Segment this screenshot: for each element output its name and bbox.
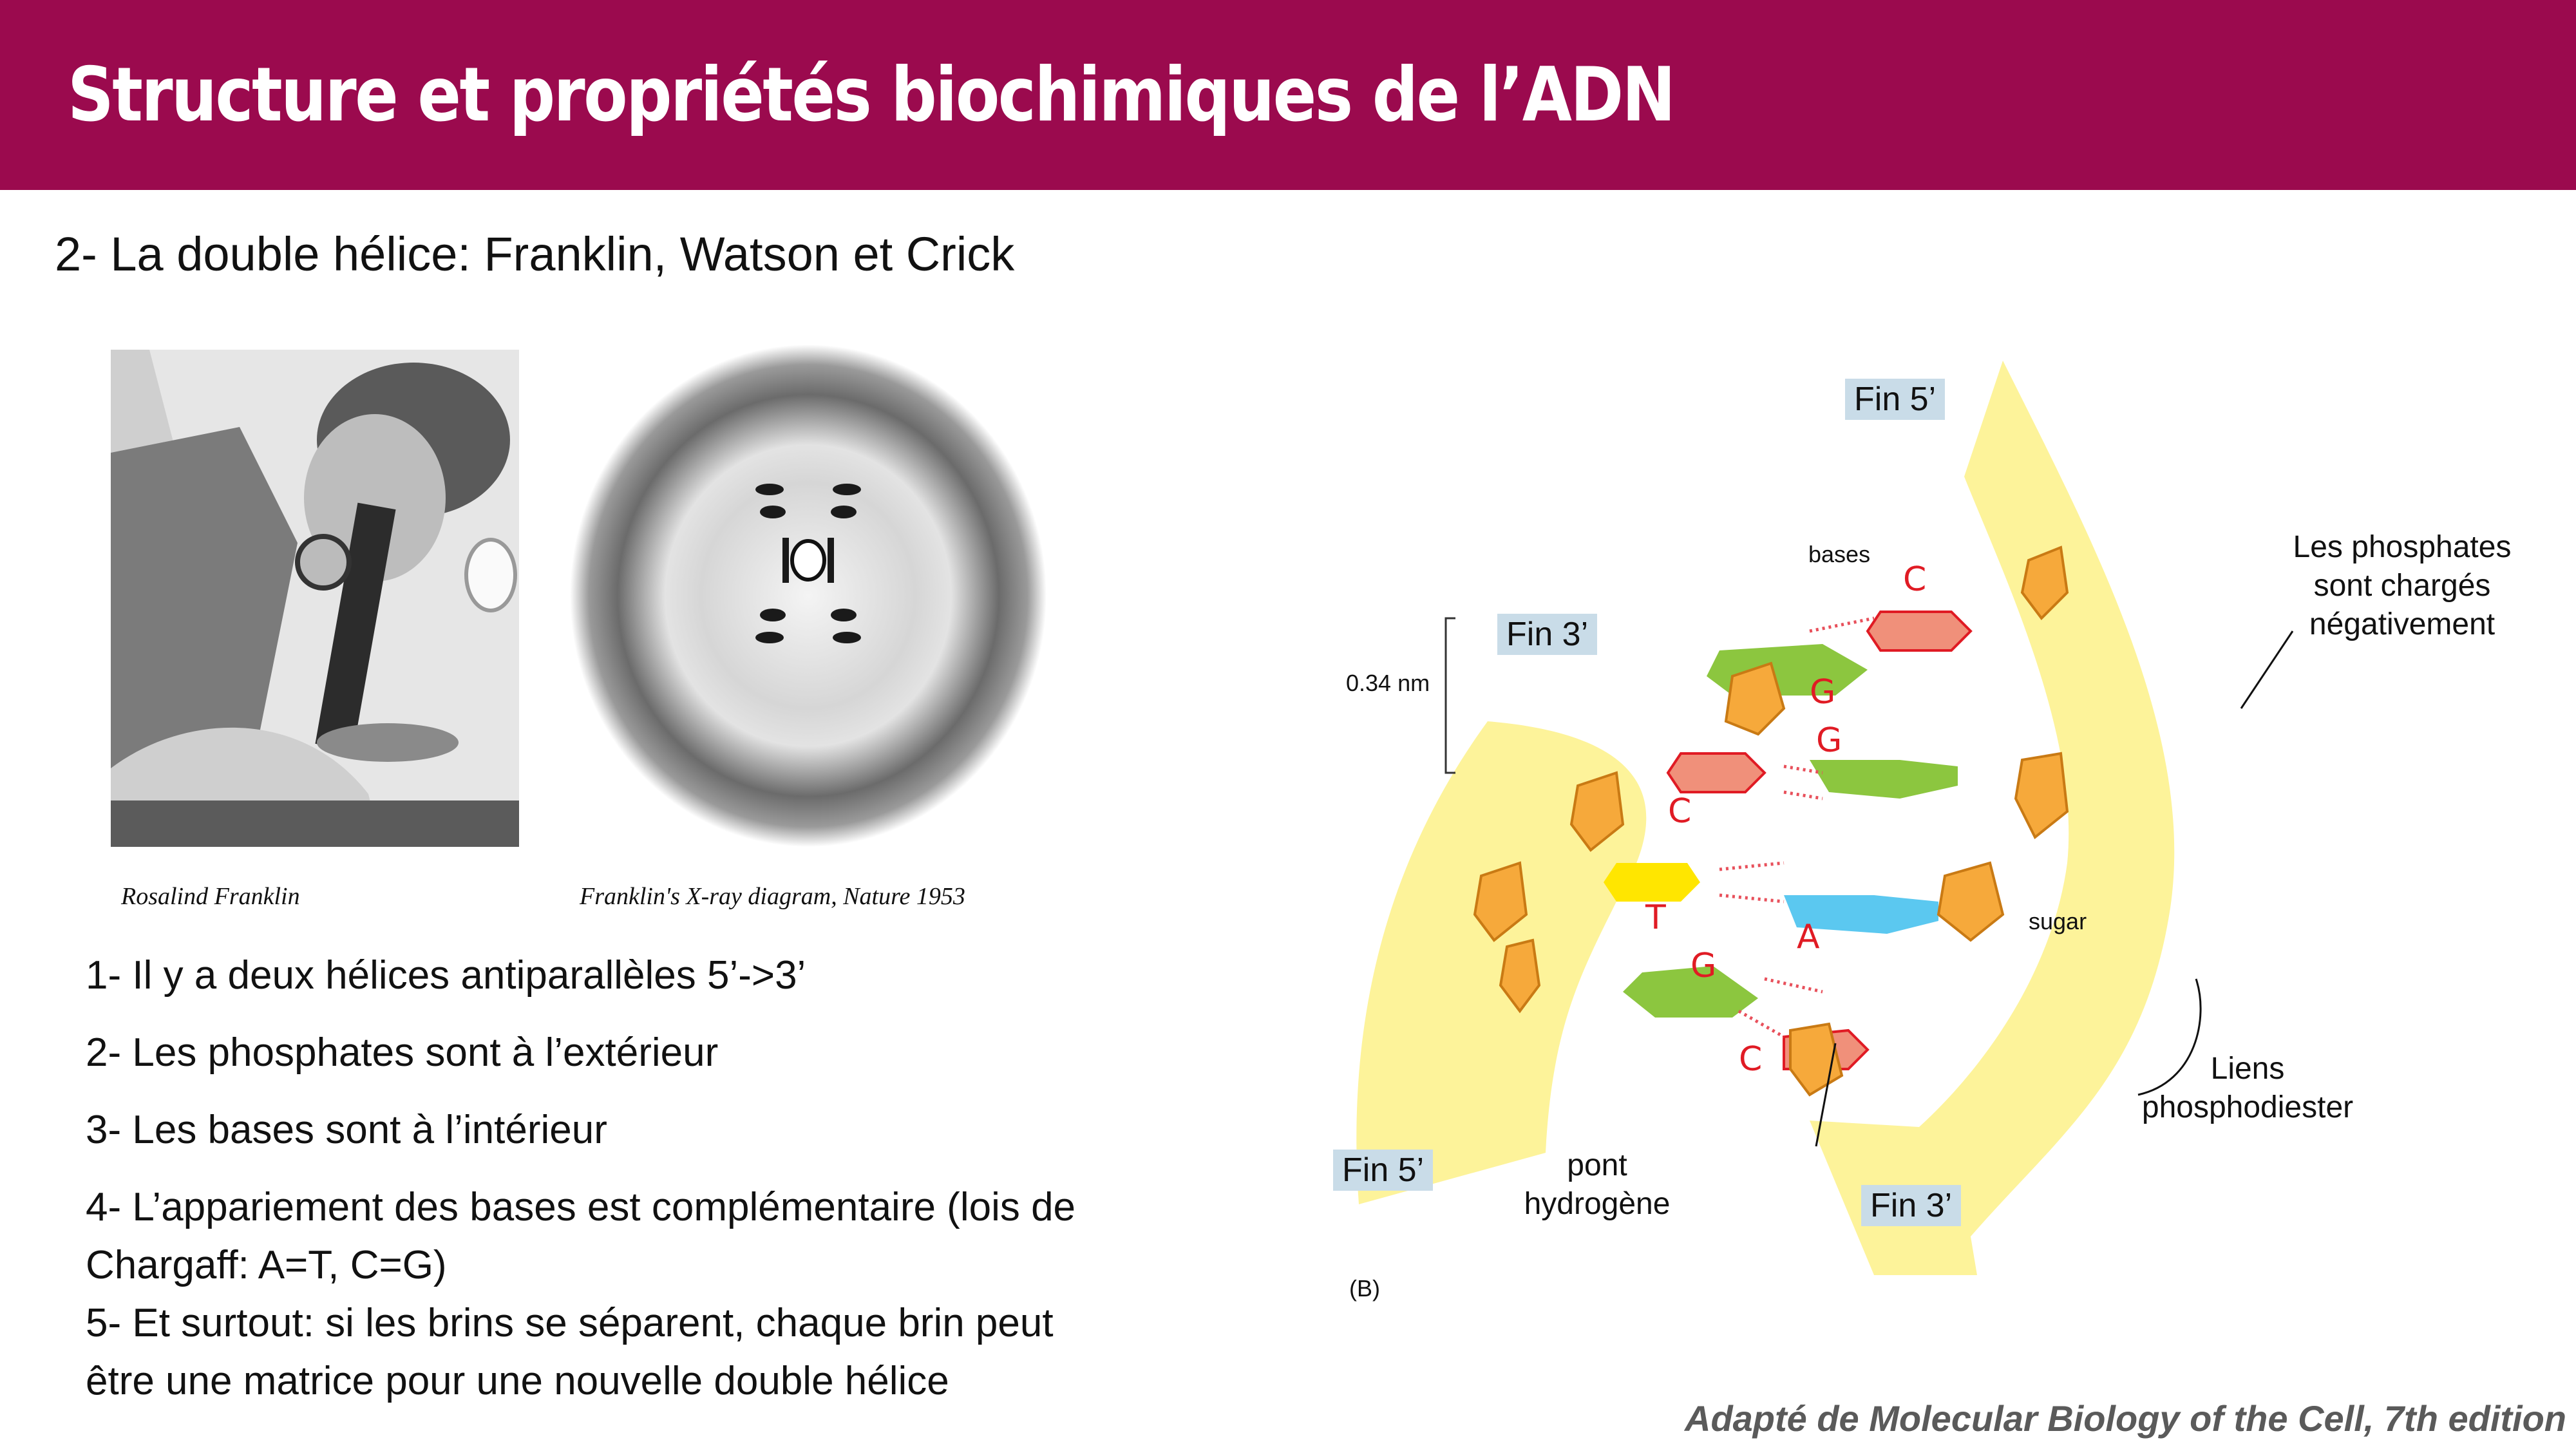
page-title: Structure et propriétés biochimiques de … xyxy=(68,52,1676,138)
xray-caption: Franklin's X-ray diagram, Nature 1953 xyxy=(580,883,965,910)
phosphodiester-label-line: phosphodiester xyxy=(2141,1090,2354,1124)
base-c-3: C xyxy=(1739,1040,1763,1079)
photo-caption: Rosalind Franklin xyxy=(121,883,300,910)
bases-label: bases xyxy=(1808,541,1871,567)
base-c-1: C xyxy=(1903,560,1927,599)
base-g-3: G xyxy=(1690,947,1717,985)
panel-label: (B) xyxy=(1349,1275,1380,1302)
source-credit: Adapté de Molecular Biology of the Cell,… xyxy=(1685,1398,2566,1439)
hydrogen-bond-label-line: hydrogène xyxy=(1524,1187,1671,1221)
bullet-item: 2- Les phosphates sont à l’extérieur xyxy=(86,1030,719,1075)
fin5-top-label: Fin 5’ xyxy=(1845,379,1946,420)
phosphates-note-line: négativement xyxy=(2309,607,2496,641)
bullet-item: 4- L’appariement des bases est complémen… xyxy=(86,1185,1076,1229)
header-bar: Structure et propriétés biochimiques de … xyxy=(0,0,2576,190)
bullet-item: 1- Il y a deux hélices antiparallèles 5’… xyxy=(86,953,806,998)
fin3-left-label: Fin 3’ xyxy=(1497,614,1598,655)
bullet-item-continuation: être une matrice pour une nouvelle doubl… xyxy=(86,1359,949,1403)
rosalind-franklin-photo xyxy=(111,350,519,847)
base-t: T xyxy=(1645,898,1666,937)
phosphodiester-label: Liens phosphodiester xyxy=(2132,1050,2363,1127)
phosphates-note-line: sont chargés xyxy=(2313,569,2491,603)
fin5-bottom-label: Fin 5’ xyxy=(1333,1150,1434,1191)
dna-helix-diagram: Fin 5’ Fin 3’ Fin 5’ Fin 3’ bases 0.34 n… xyxy=(1320,348,2576,1314)
fin3-bottom-label: Fin 3’ xyxy=(1861,1185,1962,1226)
distance-label: 0.34 nm xyxy=(1346,670,1430,696)
base-a: A xyxy=(1797,918,1820,956)
xray-diffraction-image xyxy=(551,341,1063,857)
bullet-item-continuation: Chargaff: A=T, C=G) xyxy=(86,1243,447,1287)
phosphates-note-line: Les phosphates xyxy=(2293,530,2512,564)
base-g-1: G xyxy=(1810,673,1836,712)
section-subtitle: 2- La double hélice: Franklin, Watson et… xyxy=(55,227,1015,281)
base-c-2: C xyxy=(1668,792,1692,831)
hydrogen-bond-label: pont hydrogène xyxy=(1513,1146,1681,1224)
hydrogen-bond-label-line: pont xyxy=(1567,1148,1627,1182)
phosphates-note: Les phosphates sont chargés négativement xyxy=(2267,528,2537,644)
bullet-item: 5- Et surtout: si les brins se séparent,… xyxy=(86,1301,1054,1345)
bullet-item: 3- Les bases sont à l’intérieur xyxy=(86,1108,607,1152)
base-g-2: G xyxy=(1816,721,1842,760)
bullet-list: 1- Il y a deux hélices antiparallèles 5’… xyxy=(86,947,1264,1410)
sugar-label: sugar xyxy=(2029,908,2087,934)
phosphodiester-label-line: Liens xyxy=(2210,1052,2285,1086)
